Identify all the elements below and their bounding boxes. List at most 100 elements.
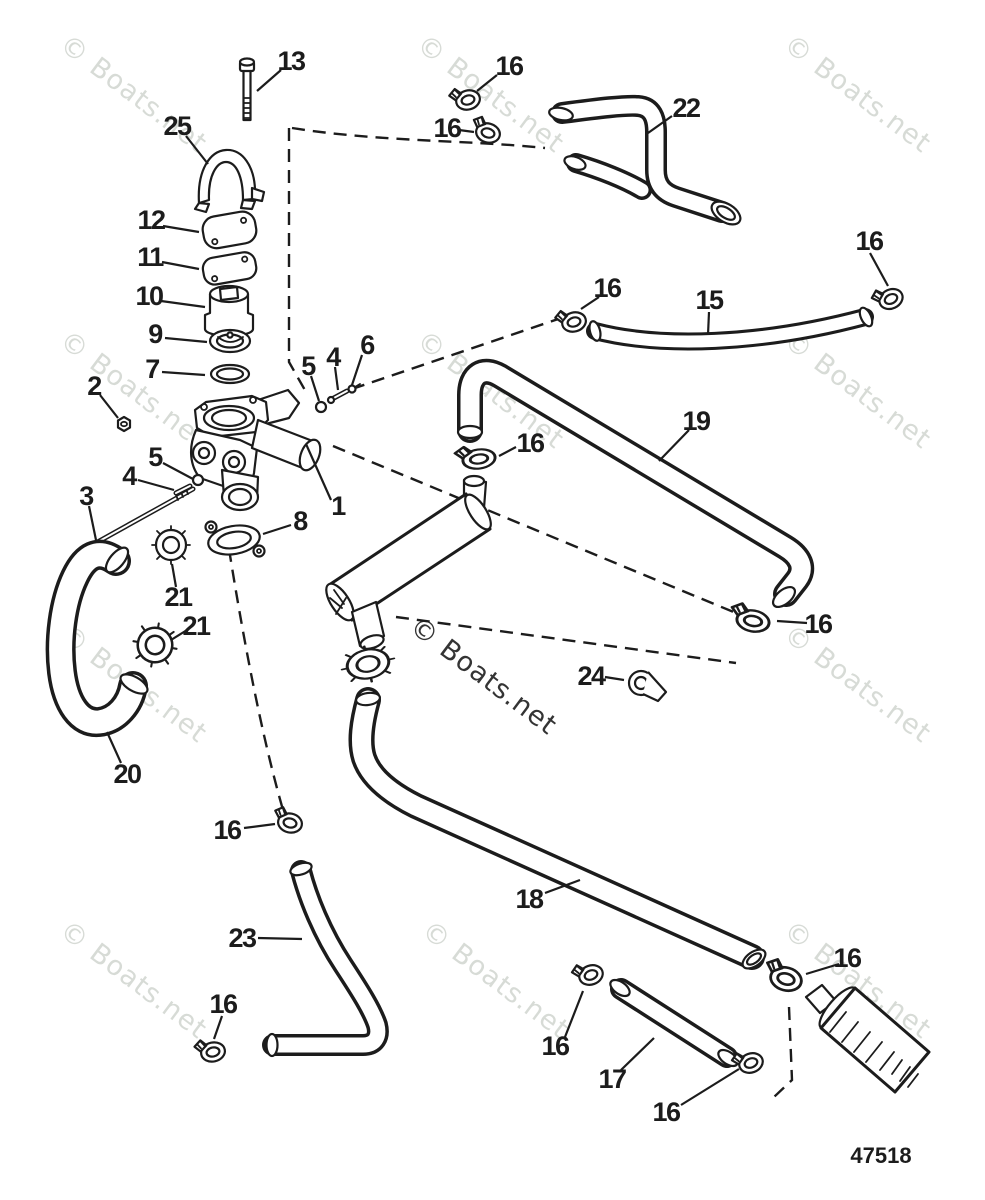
callout-6: 6	[360, 330, 375, 360]
callout-16: 16	[833, 943, 862, 973]
assembly-dashed-lines	[227, 126, 794, 1098]
callout-18: 18	[515, 884, 544, 914]
leader-line	[304, 443, 333, 501]
part-8-gasket	[204, 520, 266, 558]
drawing-number: 47518	[850, 1143, 911, 1168]
part-18-hose	[348, 687, 767, 970]
callout-11: 11	[137, 242, 164, 272]
part-15-hose	[586, 306, 874, 351]
part-17-hose	[609, 978, 739, 1068]
callout-19: 19	[682, 406, 711, 436]
leader-line	[137, 478, 175, 492]
leader-line	[805, 962, 840, 976]
leader-line	[162, 462, 194, 480]
callout-21: 21	[164, 582, 193, 612]
callout-16: 16	[213, 815, 242, 845]
part-24-clip	[627, 669, 668, 703]
boats-net-watermark: © Boats.net	[778, 619, 937, 750]
callout-7: 7	[145, 354, 159, 384]
boats-net-watermark: © Boats.net	[54, 915, 213, 1046]
callout-16: 16	[209, 989, 238, 1019]
part-25-bracket	[193, 148, 266, 214]
leader-lines	[87, 69, 889, 1106]
callout-13: 13	[277, 46, 306, 76]
part-10-sleeve	[203, 284, 255, 338]
part-16-clamp	[569, 956, 607, 991]
callout-8: 8	[293, 506, 308, 536]
dashed-line	[351, 313, 571, 391]
part-12-cover	[201, 210, 258, 250]
callout-12: 12	[137, 205, 165, 235]
leader-line	[309, 375, 321, 402]
part-23-hose	[262, 860, 389, 1058]
leader-line	[164, 336, 208, 344]
part-16-clamp	[452, 441, 498, 474]
callout-16: 16	[516, 428, 545, 458]
leader-line	[161, 260, 200, 271]
callout-4: 4	[122, 461, 137, 491]
boats-net-watermark: © Boats.net	[416, 915, 575, 1046]
part-7-oring	[209, 363, 251, 385]
callout-20: 20	[113, 759, 141, 789]
leader-line	[99, 394, 119, 419]
part-16-clamp	[552, 304, 590, 337]
part-22-hose	[548, 94, 742, 226]
part-2-nut	[116, 415, 132, 433]
leader-line	[262, 523, 292, 536]
leader-line	[105, 731, 123, 764]
boats-net-watermark: © Boats.net	[778, 325, 937, 456]
leader-line	[544, 878, 581, 895]
leader-line	[170, 629, 188, 641]
leader-line	[604, 675, 625, 682]
callout-16: 16	[495, 51, 524, 81]
leader-line	[620, 1037, 655, 1071]
callout-17: 17	[598, 1064, 626, 1094]
part-21-clamp-a	[150, 524, 192, 566]
callout-24: 24	[577, 661, 606, 691]
callout-16: 16	[855, 226, 884, 256]
callout-21: 21	[182, 611, 211, 641]
dashed-line	[332, 444, 749, 620]
dashed-line	[227, 548, 285, 811]
leader-line	[476, 74, 498, 92]
part-16-clamp	[868, 280, 907, 316]
callout-16: 16	[433, 113, 462, 143]
leader-line	[161, 370, 206, 377]
part-4-screw-upper	[326, 388, 350, 405]
leader-line	[243, 822, 276, 830]
leader-line	[458, 128, 475, 134]
dashed-line	[395, 615, 737, 665]
part-21-clamp-b	[128, 618, 182, 672]
part-5-ball-upper	[314, 400, 328, 414]
part-16-clamp	[192, 1034, 228, 1066]
boats-net-watermark: © Boats.net	[778, 29, 937, 160]
part-16-clamp	[727, 600, 774, 636]
part-13-bolt	[238, 57, 256, 122]
callout-16: 16	[593, 273, 622, 303]
part-1-thermostat-housing	[190, 388, 322, 512]
callout-9: 9	[148, 319, 163, 349]
dashed-line	[291, 126, 546, 150]
callout-5: 5	[301, 351, 316, 381]
part-20-hose	[45, 539, 149, 738]
part-6-fitting	[347, 383, 361, 394]
leader-line	[257, 936, 303, 941]
leader-line	[350, 354, 364, 386]
callout-5: 5	[148, 442, 163, 472]
callout-4: 4	[326, 342, 341, 372]
callout-16: 16	[541, 1031, 570, 1061]
part-16-clamp	[760, 955, 807, 996]
callout-10: 10	[135, 281, 163, 311]
boats-net-watermark: © Boats.net	[404, 611, 563, 742]
callout-25: 25	[163, 111, 192, 141]
leader-line	[333, 366, 340, 391]
leader-line	[212, 1015, 224, 1040]
callout-15: 15	[695, 285, 724, 315]
leader-line	[185, 135, 209, 165]
part-11-gasket	[201, 251, 258, 286]
callout-22: 22	[672, 93, 700, 123]
part-16-clamp	[468, 113, 505, 147]
leader-line	[170, 563, 178, 588]
callout-3: 3	[79, 481, 94, 511]
